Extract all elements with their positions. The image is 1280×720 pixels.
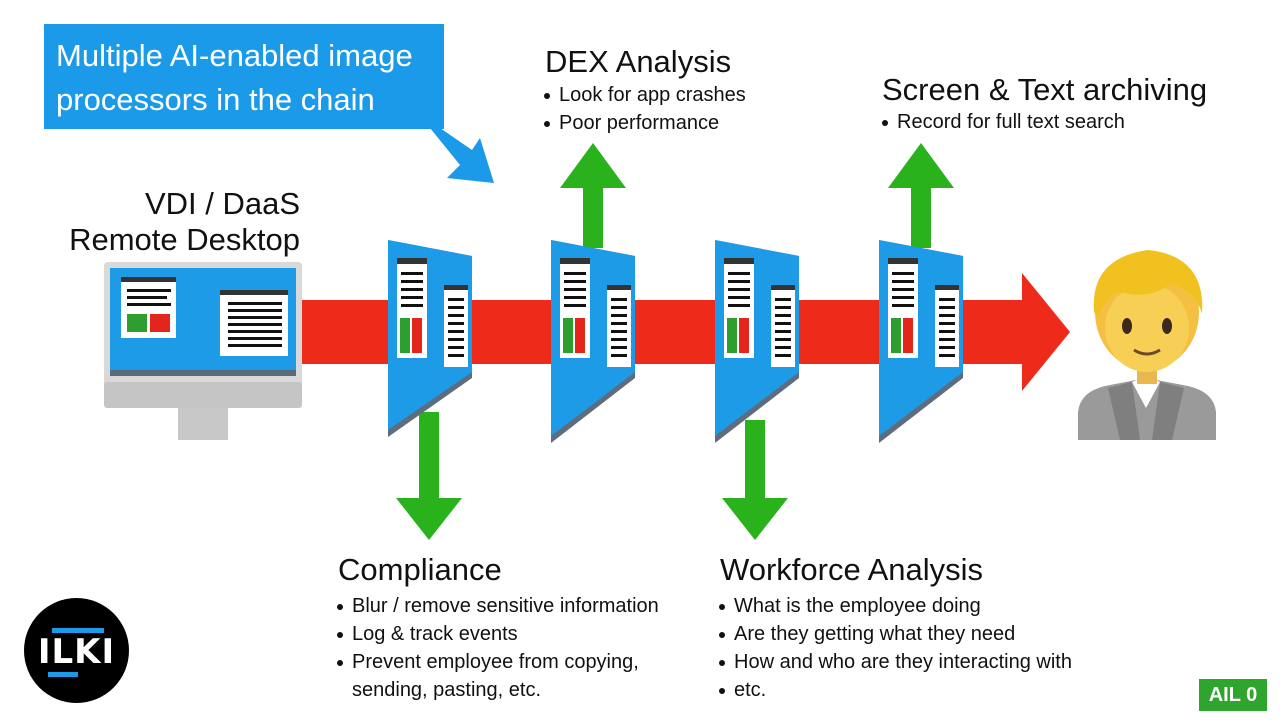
compliance-title: Compliance [338, 552, 502, 587]
company-logo: ILKI [24, 598, 129, 703]
ail-badge: AIL 0 [1199, 679, 1267, 711]
archiving-bullet-list: Record for full text search [879, 108, 1125, 136]
workforce-title: Workforce Analysis [720, 552, 984, 587]
archiving-bullet: Record for full text search [879, 108, 1125, 136]
source-label-line1: VDI / DaaS [144, 186, 300, 221]
dex-bullet: Poor performance [541, 109, 746, 137]
workforce-output-arrow [722, 420, 788, 540]
source-label: VDI / DaaS Remote Desktop [20, 186, 300, 258]
archiving-title: Screen & Text archiving [882, 72, 1208, 107]
callout-text-line2: processors in the chain [56, 82, 375, 117]
logo-bar-top [52, 628, 104, 633]
callout-pointer-arrow [360, 128, 494, 183]
processor-panel-3 [715, 240, 799, 443]
processor-panel-1 [388, 240, 472, 437]
workforce-bullet: How and who are they interacting with [716, 648, 1072, 676]
person-icon [1078, 250, 1216, 440]
workforce-bullet-list: What is the employee doing Are they gett… [716, 592, 1072, 704]
workforce-bullet: What is the employee doing [716, 592, 1072, 620]
monitor-icon [104, 262, 302, 440]
dex-bullet: Look for app crashes [541, 81, 746, 109]
processor-panel-4 [879, 240, 963, 443]
compliance-bullet: Log & track events [334, 620, 659, 648]
compliance-bullet-continuation: sending, pasting, etc. [352, 679, 542, 701]
dex-title: DEX Analysis [545, 44, 732, 79]
archiving-output-arrow [888, 143, 954, 248]
dex-bullet-list: Look for app crashes Poor performance [541, 81, 746, 137]
logo-bar-bottom [48, 672, 78, 677]
callout-box: Multiple AI-enabled image processors in … [44, 24, 444, 129]
compliance-bullet: Blur / remove sensitive information [334, 592, 659, 620]
processor-panel-2 [551, 240, 635, 443]
compliance-output-arrow [396, 412, 462, 540]
dex-output-arrow [560, 143, 626, 248]
workforce-bullet: Are they getting what they need [716, 620, 1072, 648]
source-label-line2: Remote Desktop [69, 222, 300, 257]
callout-text-line1: Multiple AI-enabled image [56, 38, 413, 73]
workforce-bullet: etc. [716, 676, 1072, 704]
compliance-bullet-list: Blur / remove sensitive information Log … [334, 592, 659, 676]
compliance-bullet: Prevent employee from copying, [334, 648, 659, 676]
logo-text: ILKI [37, 632, 116, 672]
